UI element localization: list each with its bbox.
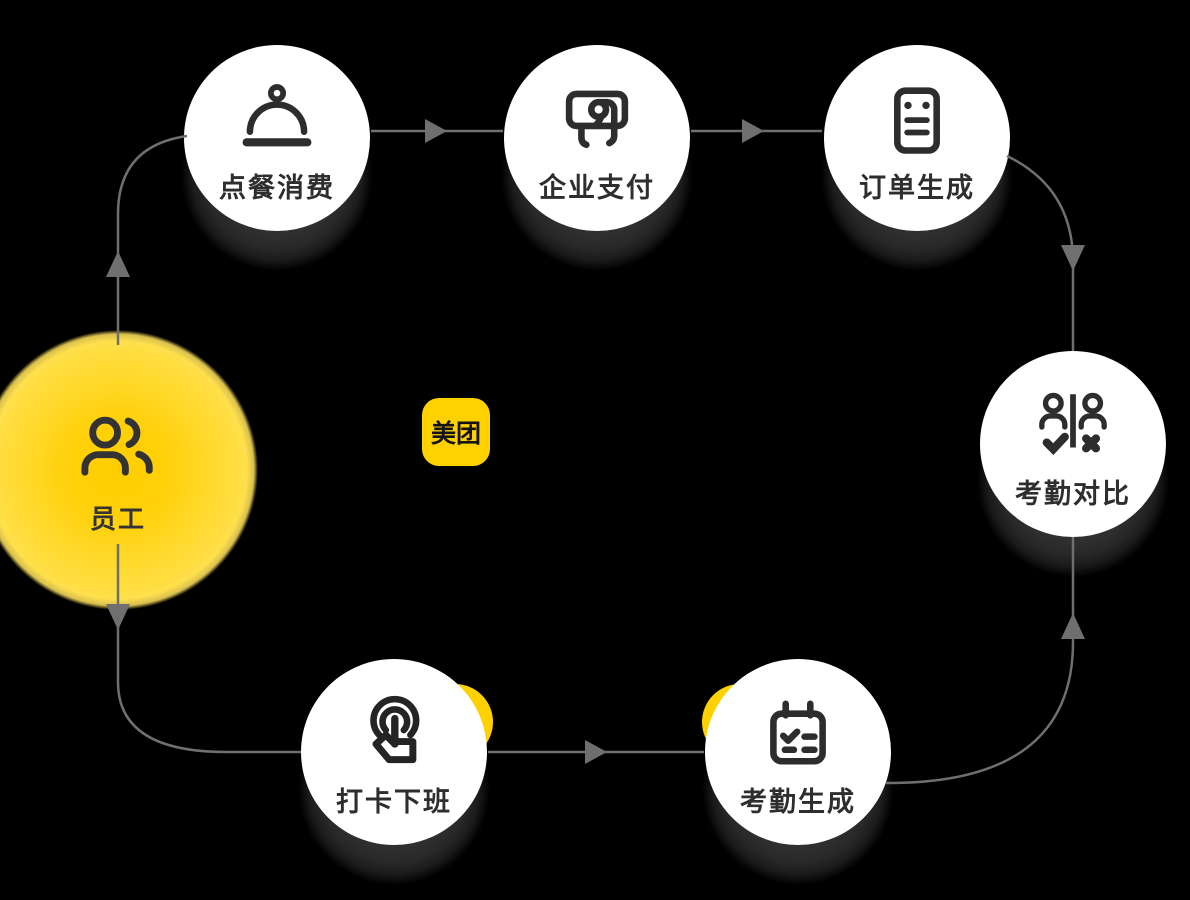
- arrow-right-icon: [742, 119, 764, 143]
- arrow-up-icon: [106, 251, 130, 277]
- node-compare: 考勤对比: [964, 351, 1182, 590]
- node-dine: 点餐消费: [168, 45, 386, 284]
- node-attendance: 考勤生成: [689, 659, 907, 898]
- node-employee: 员工: [0, 330, 258, 610]
- hand-payment-icon: [565, 90, 629, 148]
- node-order: 订单生成: [808, 45, 1026, 284]
- arrow-right-icon: [425, 119, 447, 143]
- node-circle: 打卡下班: [301, 659, 487, 845]
- node-circle: 点餐消费: [184, 45, 370, 231]
- step-label: 打卡下班: [336, 786, 452, 817]
- arrow-down-icon: [1061, 245, 1085, 271]
- step-label: 点餐消费: [219, 172, 335, 203]
- meituan-logo: 美团: [422, 398, 490, 466]
- people-compare-icon: [1039, 392, 1107, 455]
- employee-label: 员工: [89, 503, 146, 534]
- step-label: 考勤对比: [1015, 478, 1131, 509]
- step-label: 考勤生成: [740, 786, 856, 817]
- receipt-icon: [894, 86, 940, 154]
- node-circle: 考勤生成: [705, 659, 891, 845]
- arrow-right-icon: [585, 740, 607, 764]
- users-icon: [81, 416, 153, 476]
- meituan-logo-text: 美团: [430, 420, 481, 448]
- node-circle: 订单生成: [824, 45, 1010, 231]
- calendar-check-icon: [770, 700, 826, 765]
- step-label: 企业支付: [539, 172, 655, 203]
- node-pay: 企业支付: [488, 45, 706, 284]
- step-label: 订单生成: [859, 172, 975, 203]
- tap-finger-icon: [370, 695, 420, 763]
- node-circle: 企业支付: [504, 45, 690, 231]
- node-clockout: 打卡下班: [285, 659, 503, 898]
- cloche-icon: [242, 83, 312, 146]
- node-circle: 考勤对比: [980, 351, 1166, 537]
- arrow-up-icon: [1061, 613, 1085, 639]
